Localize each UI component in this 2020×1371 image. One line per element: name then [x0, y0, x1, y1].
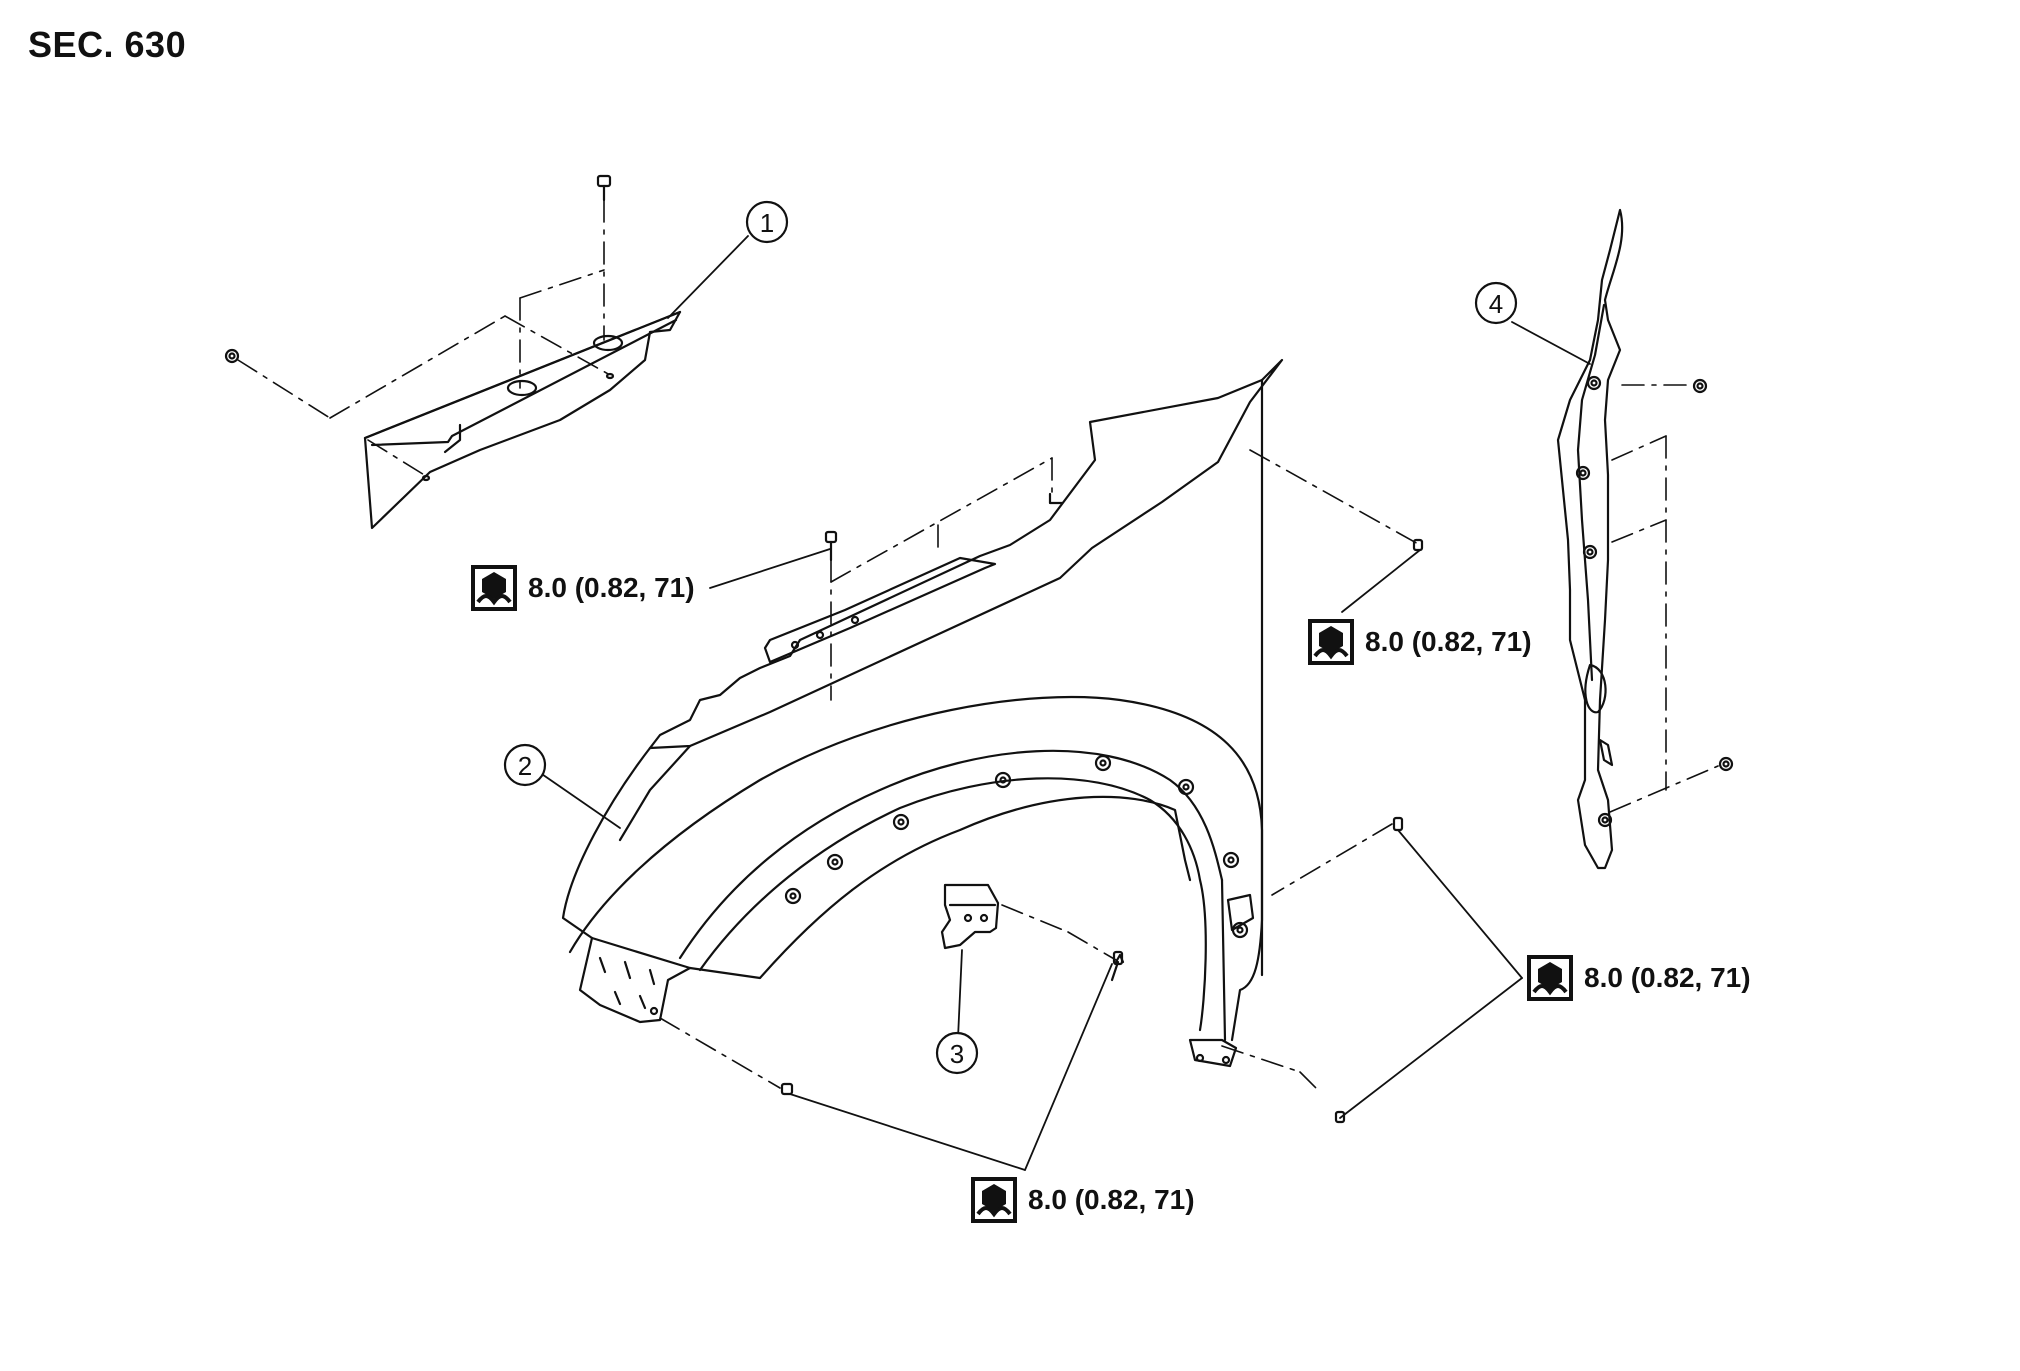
part-2-front-fender: [561, 358, 1284, 1068]
section-title: SEC. 630: [28, 24, 187, 65]
svg-text:2: 2: [518, 751, 532, 781]
part-3-bracket: [940, 883, 1125, 982]
svg-text:4: 4: [1489, 289, 1503, 319]
part-1-install-lines: [237, 199, 611, 477]
callout-1: 1: [745, 200, 789, 244]
callout-2: 2: [503, 743, 547, 787]
torque-spec-right-lower: 8.0 (0.82, 71): [1526, 954, 1751, 1002]
torque-value: 8.0 (0.82, 71): [1365, 626, 1532, 657]
callout-3: 3: [935, 1031, 979, 1075]
torque-value: 8.0 (0.82, 71): [528, 572, 695, 603]
torque-spec-right-upper: 8.0 (0.82, 71): [1307, 618, 1532, 666]
torque-wrench-icon: [971, 1177, 1017, 1223]
part-3-install-lines: [1001, 904, 1117, 961]
torque-wrench-icon: [1527, 955, 1573, 1001]
part-1-fender-cover: [224, 174, 682, 530]
svg-text:3: 3: [950, 1039, 964, 1069]
torque-wrench-icon: [471, 565, 517, 611]
torque-spec-top: 8.0 (0.82, 71): [470, 564, 695, 612]
torque-wrench-icon: [1308, 619, 1354, 665]
part-4-install-lines: [1609, 384, 1719, 813]
leader-lines: [535, 235, 1591, 1171]
torque-spec-bottom: 8.0 (0.82, 71): [970, 1176, 1195, 1224]
torque-value: 8.0 (0.82, 71): [1584, 962, 1751, 993]
part-2-install-lines: [659, 449, 1421, 1093]
callout-4: 4: [1474, 281, 1518, 325]
torque-value: 8.0 (0.82, 71): [1028, 1184, 1195, 1215]
part-4-seal-strip: [1556, 208, 1734, 870]
svg-text:1: 1: [760, 208, 774, 238]
